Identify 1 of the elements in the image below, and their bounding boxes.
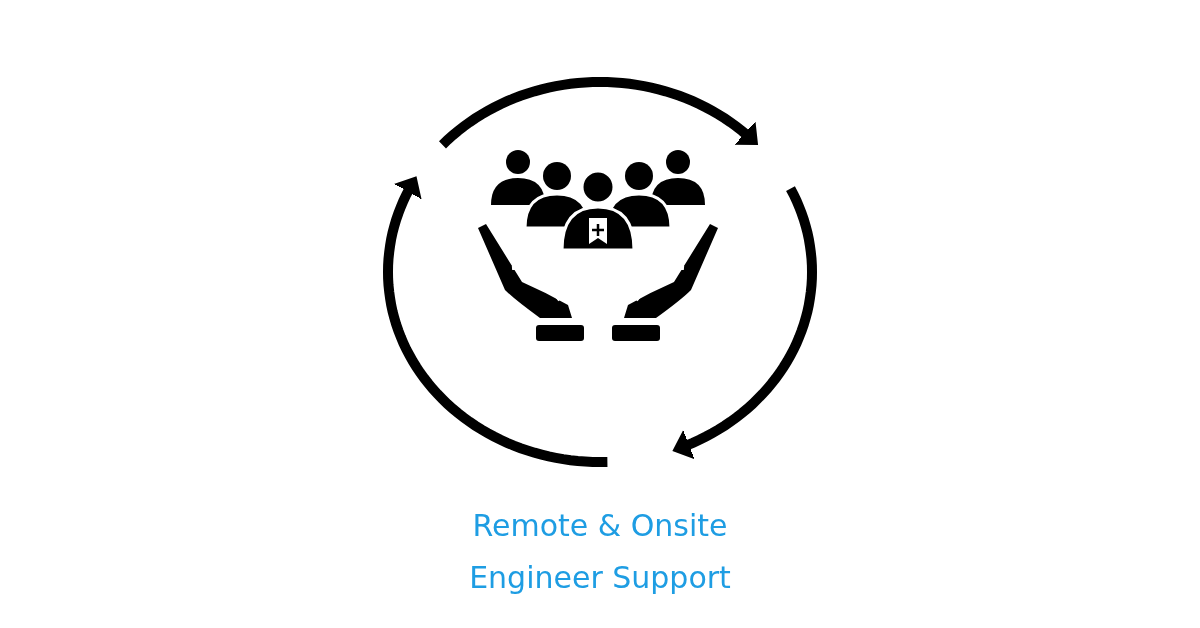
caption-text: Remote & Onsite Engineer Support [468,507,732,597]
